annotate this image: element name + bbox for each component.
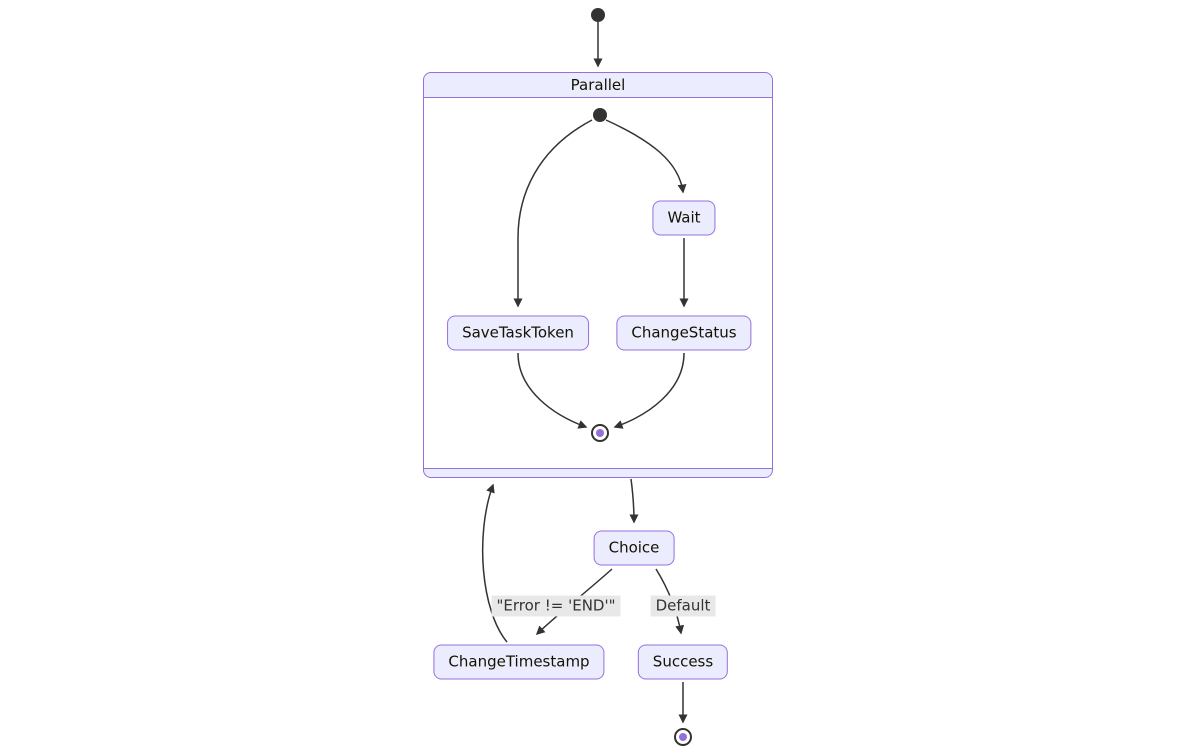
parallel-final-state-icon xyxy=(591,424,609,442)
state-node-changetimestamp: ChangeTimestamp xyxy=(433,644,605,680)
edge-label-error-condition: "Error != 'END'" xyxy=(491,595,621,617)
composite-state-title: Parallel xyxy=(424,73,772,98)
composite-state-body xyxy=(424,98,772,469)
state-node-success: Success xyxy=(637,644,729,680)
parallel-initial-state-icon xyxy=(593,108,607,122)
state-node-savetasktoken: SaveTaskToken xyxy=(447,315,589,351)
state-node-choice: Choice xyxy=(593,530,675,566)
state-node-changestatus: ChangeStatus xyxy=(616,315,752,351)
initial-state-icon xyxy=(591,8,605,22)
edge-changetimestamp-to-parallel xyxy=(481,483,508,643)
edge-label-default: Default xyxy=(650,595,716,617)
final-state-inner-dot xyxy=(596,429,604,437)
final-state-inner-dot xyxy=(679,733,687,741)
state-node-wait: Wait xyxy=(652,200,716,236)
edge-parallel-to-choice xyxy=(629,478,639,524)
composite-state-parallel: Parallel xyxy=(423,72,773,478)
final-state-icon xyxy=(674,728,692,746)
